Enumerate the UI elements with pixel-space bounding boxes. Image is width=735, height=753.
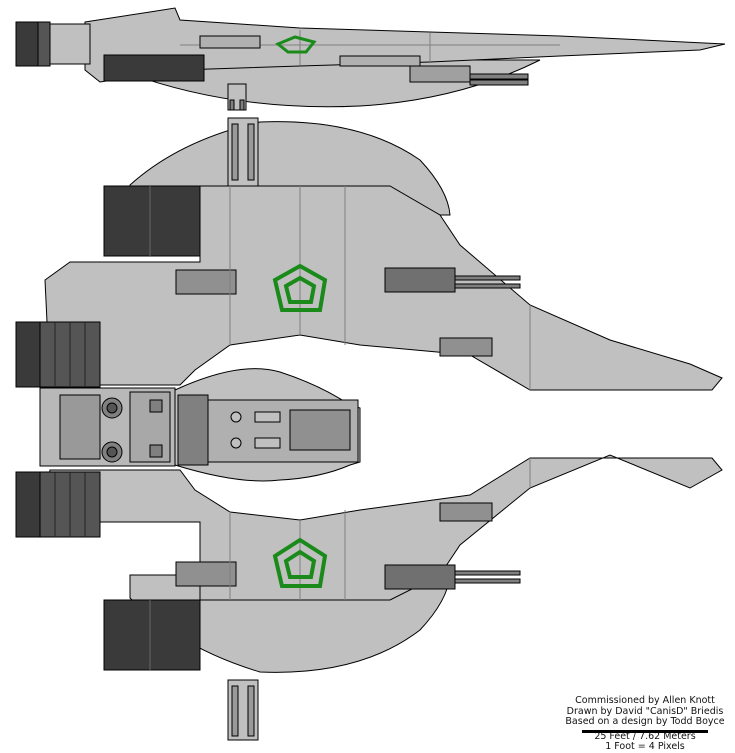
side-view <box>15 7 726 111</box>
upper-arm <box>44 185 723 391</box>
upper-engine <box>15 321 41 388</box>
upper-dark-panel <box>103 185 201 257</box>
lower-dark-panel <box>103 599 201 671</box>
side-insignia-icon <box>275 35 317 54</box>
credit-drawn: Drawn by David "CanisD" Briedis <box>566 705 724 717</box>
lower-engine <box>15 471 41 538</box>
side-dark-panel <box>103 54 205 82</box>
side-engine <box>15 21 39 67</box>
scale-meters: 25 Feet / 7.62 Meters <box>594 730 696 742</box>
pentagon-insignia-icon <box>272 537 328 588</box>
scale-bar <box>582 730 708 733</box>
top-view <box>15 117 723 741</box>
pentagon-insignia-icon <box>272 263 328 312</box>
credit-based-on: Based on a design by Todd Boyce <box>565 716 725 727</box>
credits-block: Commissioned by Allen Knott Drawn by Dav… <box>560 695 730 753</box>
scale-pixels: 1 Foot = 4 Pixels <box>605 741 685 752</box>
credit-commissioned: Commissioned by Allen Knott <box>575 695 715 706</box>
